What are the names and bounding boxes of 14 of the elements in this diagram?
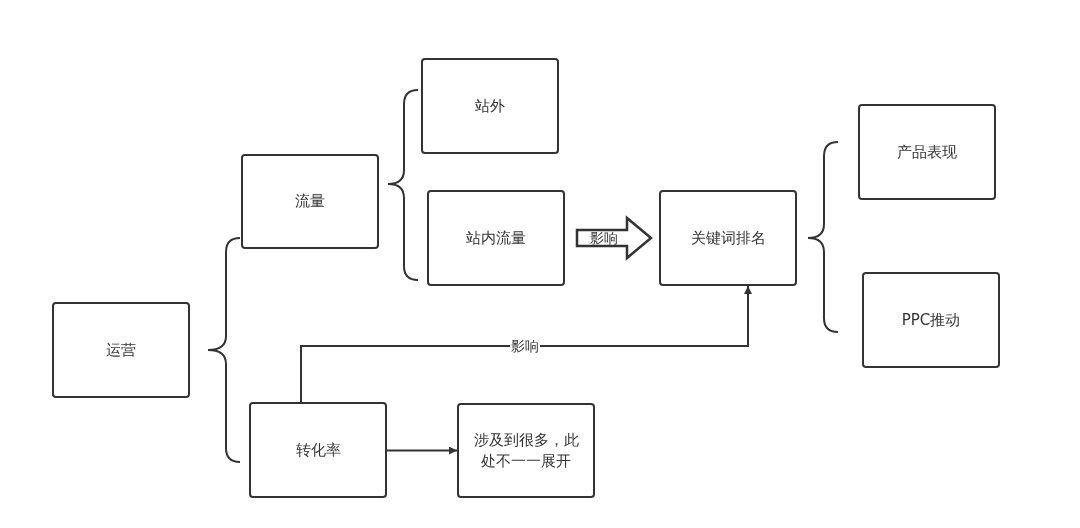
edge-label: 影响 bbox=[589, 230, 619, 246]
process-box: 站外 bbox=[421, 58, 559, 154]
process-box: 流量 bbox=[241, 154, 379, 249]
process-box: PPC推动 bbox=[862, 272, 1000, 368]
process-box: 运营 bbox=[52, 302, 190, 398]
process-box: 产品表现 bbox=[858, 104, 996, 200]
process-box: 关键词排名 bbox=[659, 190, 797, 286]
arrow bbox=[300, 285, 752, 403]
arrow bbox=[386, 446, 458, 455]
edge-label: 影响 bbox=[509, 338, 540, 354]
process-box: 涉及到很多，此处不一一展开 bbox=[457, 403, 595, 498]
process-box: 站内流量 bbox=[427, 190, 565, 286]
block-arrow bbox=[575, 215, 653, 261]
process-box: 转化率 bbox=[249, 402, 387, 498]
